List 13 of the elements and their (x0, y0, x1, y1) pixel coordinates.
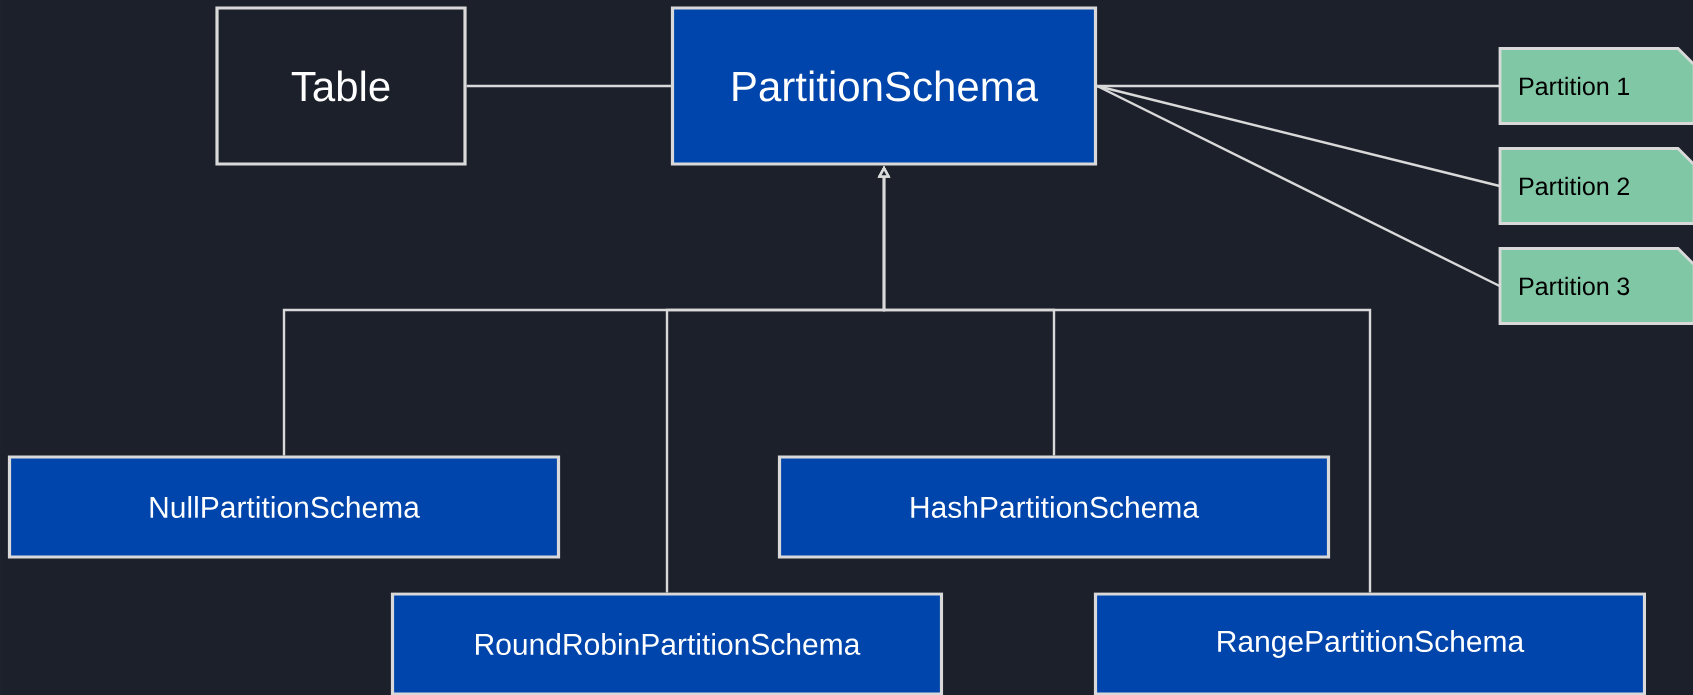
note-box: Partition 2 (1498, 147, 1693, 225)
note-box: Partition 3 (1498, 247, 1693, 325)
class-box: NullPartitionSchema (7, 455, 561, 559)
note-box: Partition 1 (1498, 47, 1693, 125)
connector-line (1096, 84, 1501, 288)
class-box: RangePartitionSchema (1093, 592, 1647, 695)
class-box: Table (215, 6, 467, 166)
class-box: HashPartitionSchema (777, 455, 1331, 559)
connector-line (1096, 84, 1500, 188)
connector-line (1097, 84, 1500, 88)
class-box: RoundRobinPartitionSchema (390, 592, 944, 695)
class-box: PartitionSchema (670, 6, 1098, 166)
connector-line (466, 84, 671, 88)
